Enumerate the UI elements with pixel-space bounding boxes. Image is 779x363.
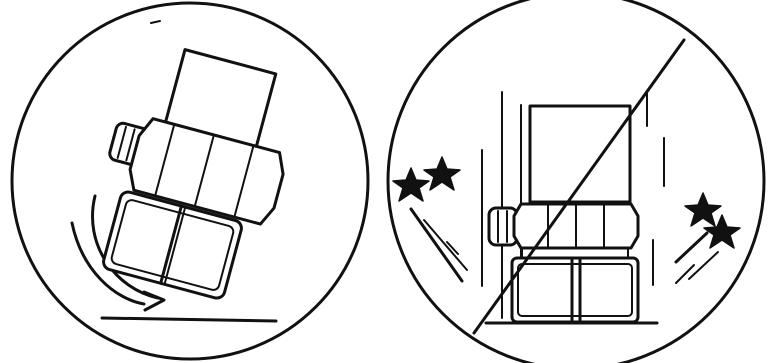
- right-impact-streak: [676, 265, 694, 283]
- curved-arrow-head-icon: [144, 292, 164, 310]
- left-impact-streak: [424, 220, 467, 270]
- left-ground-line: [102, 318, 276, 321]
- right-lower-hex-base: [512, 258, 638, 322]
- left-panel: [12, 3, 368, 359]
- right-impact-streak: [676, 233, 707, 262]
- left-top-mark: [151, 21, 160, 23]
- right-panel: [388, 0, 764, 363]
- star-icon: [685, 193, 721, 226]
- star-icon: [424, 157, 460, 190]
- left-impact-streak: [411, 209, 462, 281]
- left-sensor-assembly: [81, 38, 308, 307]
- star-icon: [393, 168, 429, 201]
- right-sensor-assembly: [486, 106, 657, 323]
